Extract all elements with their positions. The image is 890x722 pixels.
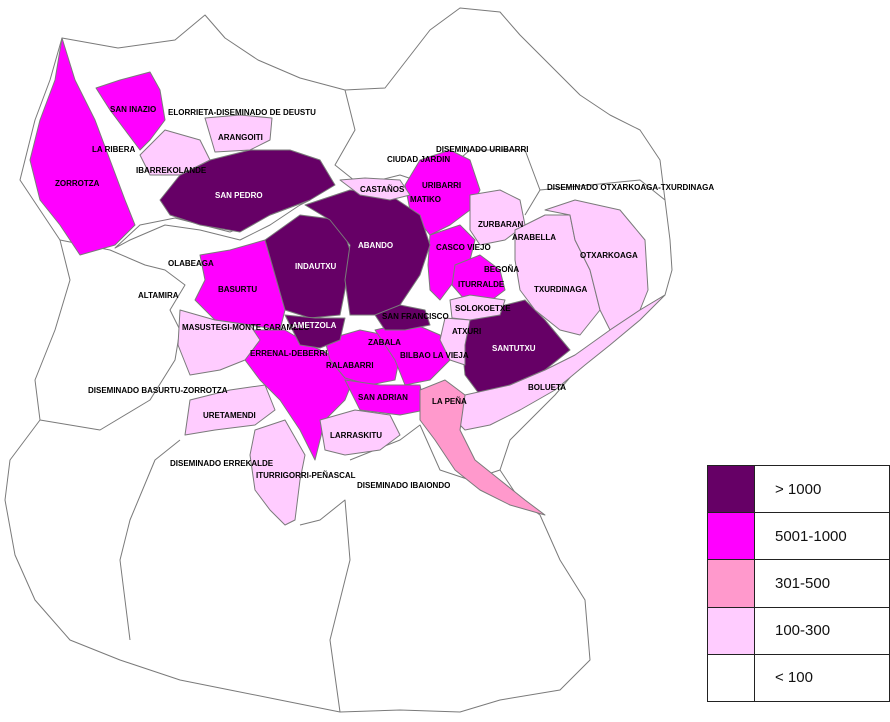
legend-swatch (707, 653, 755, 703)
label-indautxu: INDAUTXU (295, 262, 337, 271)
label-san-inazio: SAN INAZIO (110, 105, 156, 114)
label-iturralde: ITURRALDE (458, 280, 505, 289)
area-masustegi (177, 309, 261, 376)
legend-swatch (707, 606, 755, 655)
area-iturralde (451, 254, 506, 306)
district-line (119, 439, 181, 641)
legend-row: 301-500 (707, 559, 890, 608)
label-abando: ABANDO (358, 241, 393, 250)
label-iturrigorri: ITURRIGORRI-PEÑASCAL (256, 471, 356, 480)
label-bolueta: BOLUETA (528, 383, 566, 392)
label-uribarri: URIBARRI (422, 181, 461, 190)
label-ametzola: AMETZOLA (292, 321, 337, 330)
label-matiko: MATIKO (410, 195, 441, 204)
area-zorrotza (29, 37, 136, 256)
label-casco-viejo: CASCO VIEJO (436, 243, 491, 252)
label-atxuri: ATXURI (452, 327, 481, 336)
label-zorrotza: ZORROTZA (55, 179, 100, 188)
area-larraskitu (319, 409, 401, 456)
district-line (539, 179, 666, 201)
label-san-adrian: SAN ADRIAN (358, 393, 408, 402)
area-castanos (339, 177, 411, 201)
label-bilbao-la-vieja: BILBAO LA VIEJA (400, 351, 469, 360)
label-zabala: ZABALA (368, 338, 401, 347)
label-altamira: ALTAMIRA (138, 291, 179, 300)
area-uribarri (404, 149, 481, 236)
label-diseminado-uribarri: DISEMINADO URIBARRI (436, 145, 528, 154)
label-zurbaran: ZURBARAN (478, 220, 524, 229)
district-line (59, 239, 186, 331)
label-santutxu: SANTUTXU (492, 344, 536, 353)
legend-row: 5001-1000 (707, 512, 890, 561)
map-labels: SAN INAZIO ELORRIETA-DISEMINADO DE DEUST… (55, 105, 714, 490)
area-uretamendi (184, 384, 276, 436)
label-la-ribera: LA RIBERA (92, 145, 135, 154)
area-atxuri (439, 317, 471, 366)
area-arangoiti (204, 114, 273, 153)
map-legend: > 1000 5001-1000 301-500 100-300 < 100 (707, 464, 890, 703)
label-ibarrekolande: IBARREKOLANDE (136, 166, 207, 175)
legend-label: < 100 (754, 653, 890, 703)
label-san-pedro: SAN PEDRO (215, 191, 263, 200)
district-line (39, 329, 181, 431)
area-solokoetxe (449, 294, 506, 321)
legend-label: 5001-1000 (754, 512, 890, 561)
legend-row: < 100 (707, 653, 890, 703)
area-bolueta (449, 294, 666, 431)
label-basurtu: BASURTU (218, 285, 257, 294)
area-zabala (324, 329, 401, 386)
label-diseminado-ibaiondo: DISEMINADO IBAIONDO (357, 481, 450, 490)
label-diseminado-errekalde: DISEMINADO ERREKALDE (170, 459, 274, 468)
legend-row: 100-300 (707, 606, 890, 655)
label-ralabarri: RALABARRI (326, 361, 374, 370)
area-ametzola (284, 314, 346, 349)
legend-swatch (707, 512, 755, 561)
legend-swatch (707, 464, 755, 514)
label-la-pena: LA PEÑA (432, 397, 467, 406)
label-arangoiti: ARANGOITI (218, 133, 263, 142)
label-olabeaga: OLABEAGA (168, 259, 214, 268)
label-ciudad-jardin: CIUDAD JARDIN (387, 155, 450, 164)
area-san-inazio (95, 71, 166, 151)
legend-row: > 1000 (707, 464, 890, 514)
area-la-pena (419, 379, 546, 516)
area-iturrigorri (249, 419, 306, 526)
label-elorrieta: ELORRIETA-DISEMINADO DE DEUSTU (168, 108, 316, 117)
area-san-francisco (374, 304, 431, 331)
label-uretamendi: URETAMENDI (203, 411, 256, 420)
label-begona: BEGOÑA (484, 265, 519, 274)
legend-label: 301-500 (754, 559, 890, 608)
legend-swatch (707, 559, 755, 608)
label-diseminado-basurtu: DISEMINADO BASURTU-ZORROTZA (88, 386, 228, 395)
label-larraskitu: LARRASKITU (330, 431, 382, 440)
label-solokoetxe: SOLOKOETXE (455, 304, 511, 313)
legend-label: > 1000 (754, 464, 890, 514)
legend-label: 100-300 (754, 606, 890, 655)
area-indautxu (264, 214, 351, 319)
label-otxarkoaga: OTXARKOAGA (580, 251, 638, 260)
area-ibarrekolande (139, 129, 211, 176)
district-line (299, 499, 351, 713)
label-errekalde: ERRENAL-DEBERRI (250, 349, 327, 358)
label-san-francisco: SAN FRANCISCO (382, 312, 449, 321)
label-txurdinaga: TXURDINAGA (534, 285, 588, 294)
label-arabella: ARABELLA (512, 233, 556, 242)
label-castanos: CASTAÑOS (360, 185, 405, 194)
area-txurdinaga (514, 214, 601, 336)
label-diseminado-otxarkoaga: DISEMINADO OTXARKOAGA-TXURDINAGA (547, 183, 714, 192)
label-masustegi: MASUSTEGI-MONTE CARAMELO (182, 323, 310, 332)
